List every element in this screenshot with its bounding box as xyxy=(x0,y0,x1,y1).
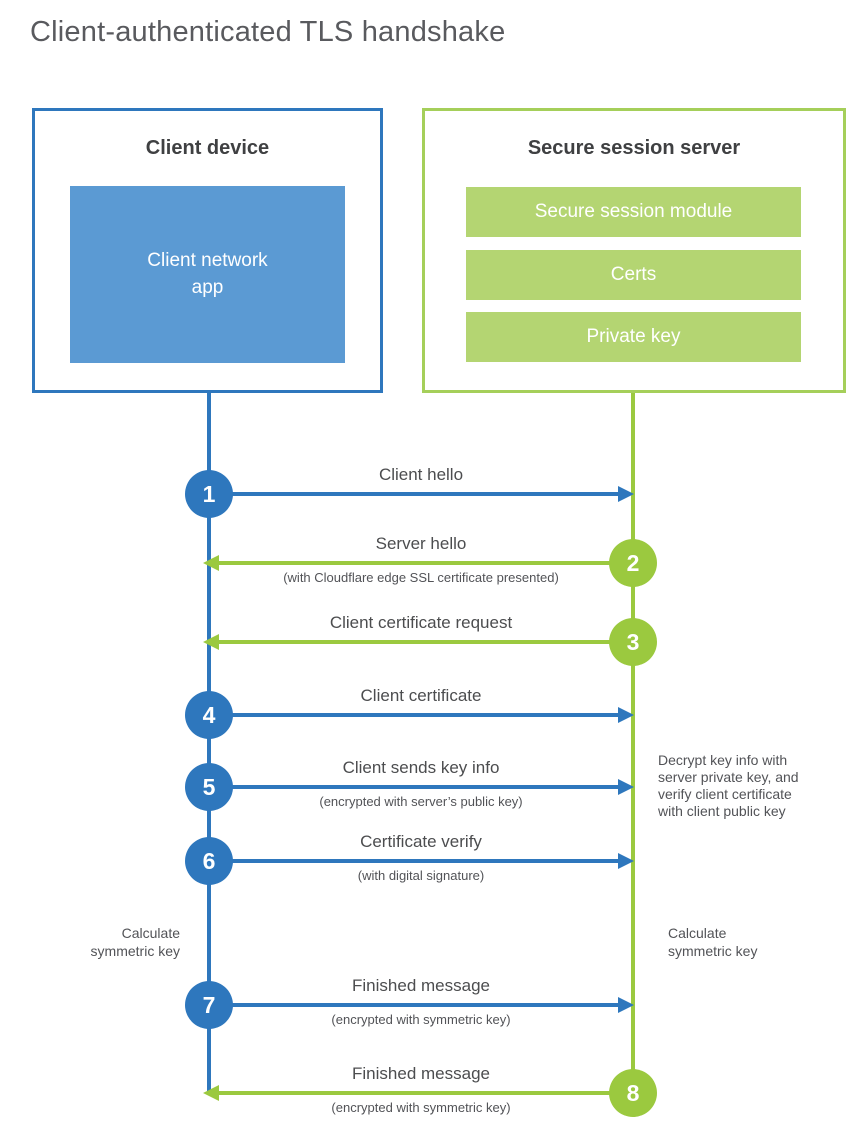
step-sublabel: (encrypted with symmetric key) xyxy=(331,1012,511,1027)
secure-session-server-title: Secure session server xyxy=(527,137,741,159)
step-label: Client certificate request xyxy=(329,613,513,632)
step-number-badge: 1 xyxy=(185,470,233,518)
arrow-shaft xyxy=(219,640,633,644)
step-sublabel: (with digital signature) xyxy=(357,868,485,883)
server-private-key-bar: Private key xyxy=(466,312,801,362)
step-label: Finished message xyxy=(352,976,490,995)
step-label: Finished message xyxy=(352,1064,490,1083)
step-label: Client certificate xyxy=(360,686,482,705)
arrow-head-left-icon xyxy=(203,555,219,571)
server-lifeline xyxy=(631,393,635,1095)
client-lifeline xyxy=(207,393,211,1092)
step-number-badge: 8 xyxy=(609,1069,657,1117)
step-number-badge: 7 xyxy=(185,981,233,1029)
step-sublabel: (with Cloudflare edge SSL certificate pr… xyxy=(283,570,559,585)
arrow-shaft xyxy=(209,492,618,496)
step-label: Server hello xyxy=(375,534,467,553)
calculate-symmetric-key-client-note: Calculate symmetric key xyxy=(90,925,180,959)
arrow-head-right-icon xyxy=(618,486,634,502)
arrow-shaft xyxy=(219,561,633,565)
decrypt-key-info-note: Decrypt key info with server private key… xyxy=(658,752,799,819)
client-device-title: Client device xyxy=(145,137,270,159)
arrow-head-left-icon xyxy=(203,634,219,650)
client-device-box: Client device Client network app xyxy=(32,108,383,393)
secure-session-server-box: Secure session server Secure session mod… xyxy=(422,108,846,393)
arrow-head-right-icon xyxy=(618,707,634,723)
arrow-head-right-icon xyxy=(618,997,634,1013)
step-number-badge: 5 xyxy=(185,763,233,811)
arrow-shaft xyxy=(209,859,618,863)
step-sublabel: (encrypted with symmetric key) xyxy=(331,1100,511,1115)
step-label: Client sends key info xyxy=(342,758,500,777)
page-title: Client-authenticated TLS handshake xyxy=(30,16,506,48)
client-network-app-box: Client network app xyxy=(70,186,345,363)
calculate-symmetric-key-server-note: Calculate symmetric key xyxy=(668,925,758,959)
step-number-badge: 3 xyxy=(609,618,657,666)
arrow-head-right-icon xyxy=(618,853,634,869)
arrow-shaft xyxy=(219,1091,633,1095)
step-number-badge: 6 xyxy=(185,837,233,885)
step-number-badge: 4 xyxy=(185,691,233,739)
arrow-head-right-icon xyxy=(618,779,634,795)
step-sublabel: (encrypted with server’s public key) xyxy=(319,794,523,809)
arrow-shaft xyxy=(209,1003,618,1007)
arrow-shaft xyxy=(209,785,618,789)
server-module-bar: Secure session module xyxy=(466,187,801,237)
step-number-badge: 2 xyxy=(609,539,657,587)
arrow-head-left-icon xyxy=(203,1085,219,1101)
server-certs-bar: Certs xyxy=(466,250,801,300)
step-label: Client hello xyxy=(378,465,464,484)
step-label: Certificate verify xyxy=(360,832,482,851)
arrow-shaft xyxy=(209,713,618,717)
